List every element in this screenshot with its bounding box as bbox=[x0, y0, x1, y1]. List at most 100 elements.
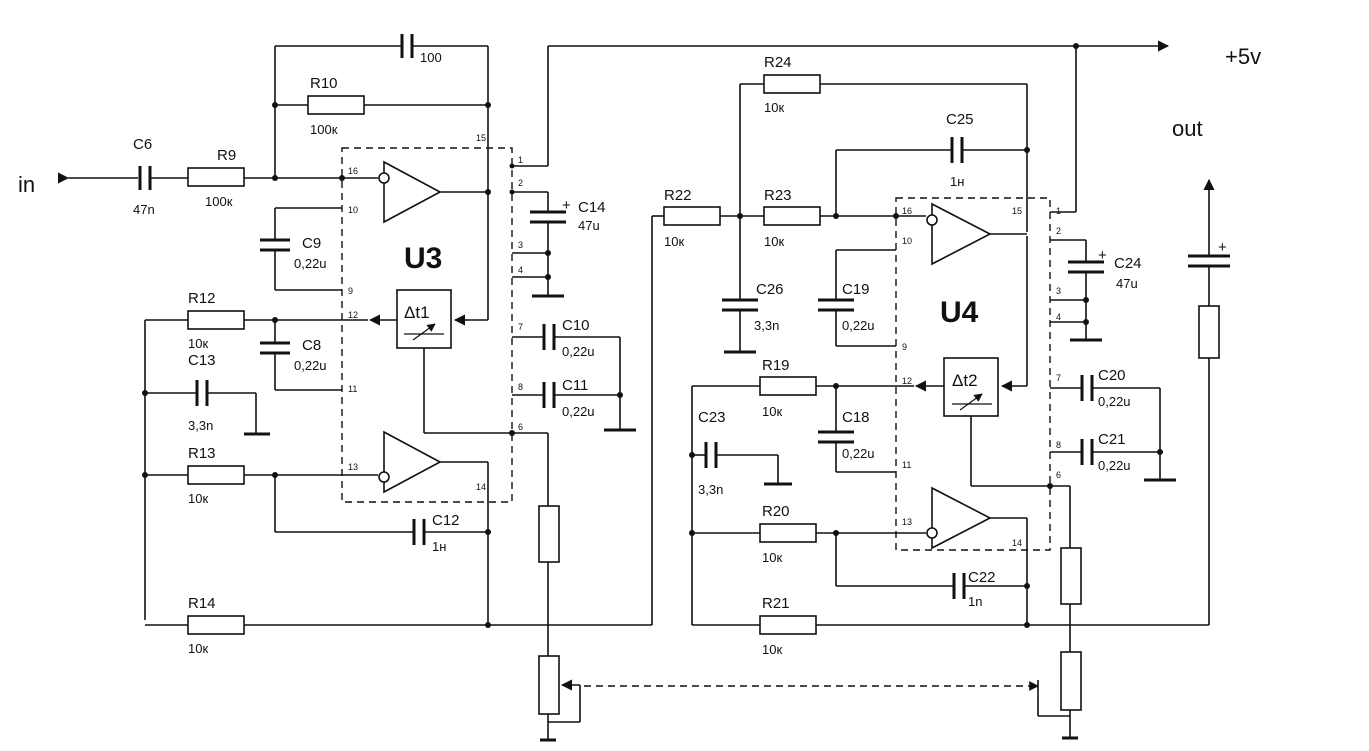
r22-value: 10к bbox=[664, 234, 684, 249]
u4-pin-11: 11 bbox=[902, 460, 911, 470]
output-port-label: out bbox=[1172, 116, 1203, 141]
u4-pin-7: 7 bbox=[1056, 373, 1061, 383]
c100-label: 100 bbox=[420, 50, 442, 65]
u3-pin-4: 4 bbox=[518, 265, 523, 275]
opamp-u3-upper-inverting bbox=[378, 172, 390, 184]
r23-value: 10к bbox=[764, 234, 784, 249]
u3-pin-6: 6 bbox=[518, 422, 523, 432]
u3-pin-2: 2 bbox=[518, 178, 523, 188]
r14-value: 10к bbox=[188, 641, 208, 656]
c8-value: 0,22u bbox=[294, 358, 327, 373]
u4-pin-9: 9 bbox=[902, 342, 907, 352]
c20-label: C20 bbox=[1098, 367, 1126, 384]
junction bbox=[1083, 297, 1089, 303]
r13-label: R13 bbox=[188, 445, 216, 462]
r21-body bbox=[759, 615, 817, 635]
delay-t2-adjust-arrow bbox=[959, 393, 983, 411]
chip-u4-outline bbox=[895, 197, 1051, 551]
r19-body bbox=[759, 376, 817, 396]
left-circuit: in C6 47n R9 100к 100 R10 100к C9 0,22u … bbox=[18, 34, 1261, 742]
c26-value: 3,3n bbox=[754, 318, 779, 333]
u4-pin-10: 10 bbox=[902, 236, 912, 246]
junction bbox=[1047, 483, 1053, 489]
resistor-right-vertical bbox=[1060, 547, 1082, 605]
r12-value: 10к bbox=[188, 336, 208, 351]
u3-pin-15: 15 bbox=[476, 133, 486, 143]
c6-value: 47n bbox=[133, 202, 155, 217]
u3-pin-11: 11 bbox=[348, 384, 357, 394]
c14-label: C14 bbox=[578, 199, 606, 216]
junction bbox=[485, 529, 491, 535]
r20-body bbox=[759, 523, 817, 543]
u3-pin-14: 14 bbox=[476, 482, 486, 492]
r22-label: R22 bbox=[664, 187, 692, 204]
c18-label: C18 bbox=[842, 409, 870, 426]
u3-pin-8: 8 bbox=[518, 382, 523, 392]
c19-value: 0,22u bbox=[842, 318, 875, 333]
c11-value: 0,22u bbox=[562, 404, 595, 419]
u4-pin-15: 15 bbox=[1012, 206, 1022, 216]
junction bbox=[545, 250, 551, 256]
r9-body bbox=[187, 167, 245, 187]
opamp-u4-upper bbox=[931, 202, 992, 266]
c23-value: 3,3n bbox=[698, 482, 723, 497]
r9-value: 100к bbox=[205, 194, 233, 209]
c23-label: C23 bbox=[698, 409, 726, 426]
junction bbox=[545, 274, 551, 280]
junction bbox=[1024, 622, 1030, 628]
r9-label: R9 bbox=[217, 147, 236, 164]
u3-pin-9: 9 bbox=[348, 286, 353, 296]
potentiometer-left bbox=[538, 655, 560, 715]
c11-label: C11 bbox=[562, 377, 588, 394]
c22-value: 1n bbox=[968, 594, 982, 609]
r24-body bbox=[763, 74, 821, 94]
chip-u3-label: U3 bbox=[404, 242, 442, 275]
r10-body bbox=[307, 95, 365, 115]
c9-value: 0,22u bbox=[294, 256, 327, 271]
c14-plus: + bbox=[562, 197, 571, 214]
r12-label: R12 bbox=[188, 290, 216, 307]
junction bbox=[339, 175, 345, 181]
r23-body bbox=[763, 206, 821, 226]
chip-u3-outline bbox=[341, 147, 513, 503]
u3-pin-13: 13 bbox=[348, 462, 358, 472]
r20-value: 10к bbox=[762, 550, 782, 565]
junction bbox=[509, 430, 515, 436]
u4-pin-13: 13 bbox=[902, 517, 912, 527]
r23-label: R23 bbox=[764, 187, 792, 204]
c8-label: C8 bbox=[302, 337, 321, 354]
r22-body bbox=[663, 206, 721, 226]
r21-label: R21 bbox=[762, 595, 790, 612]
r19-label: R19 bbox=[762, 357, 790, 374]
u4-pin-16: 16 bbox=[902, 206, 912, 216]
c12-label: C12 bbox=[432, 512, 460, 529]
junction bbox=[1157, 449, 1163, 455]
r20-label: R20 bbox=[762, 503, 790, 520]
r14-body bbox=[187, 615, 245, 635]
u4-pin-12: 12 bbox=[902, 376, 912, 386]
u3-pin-16: 16 bbox=[348, 166, 358, 176]
r10-value: 100к bbox=[310, 122, 338, 137]
c21-label: C21 bbox=[1098, 431, 1126, 448]
junction bbox=[617, 392, 623, 398]
u3-pin-10: 10 bbox=[348, 205, 358, 215]
u4-pin-6: 6 bbox=[1056, 470, 1061, 480]
c6-label: C6 bbox=[133, 136, 152, 153]
c18-value: 0,22u bbox=[842, 446, 875, 461]
u4-pin-3: 3 bbox=[1056, 286, 1061, 296]
delay-block-t1 bbox=[396, 289, 452, 349]
resistor-output bbox=[1198, 305, 1220, 359]
c21-value: 0,22u bbox=[1098, 458, 1131, 473]
opamp-u3-lower bbox=[383, 430, 442, 494]
c22-label: C22 bbox=[968, 569, 996, 586]
r21-value: 10к bbox=[762, 642, 782, 657]
r12-body bbox=[187, 310, 245, 330]
junction bbox=[1024, 583, 1030, 589]
opamp-u4-lower bbox=[931, 486, 992, 550]
u4-pin-4: 4 bbox=[1056, 312, 1061, 322]
junction bbox=[893, 213, 899, 219]
c13-value: 3,3n bbox=[188, 418, 213, 433]
u3-pin-3: 3 bbox=[518, 240, 523, 250]
u3-pin-12: 12 bbox=[348, 310, 358, 320]
c9-label: C9 bbox=[302, 235, 321, 252]
